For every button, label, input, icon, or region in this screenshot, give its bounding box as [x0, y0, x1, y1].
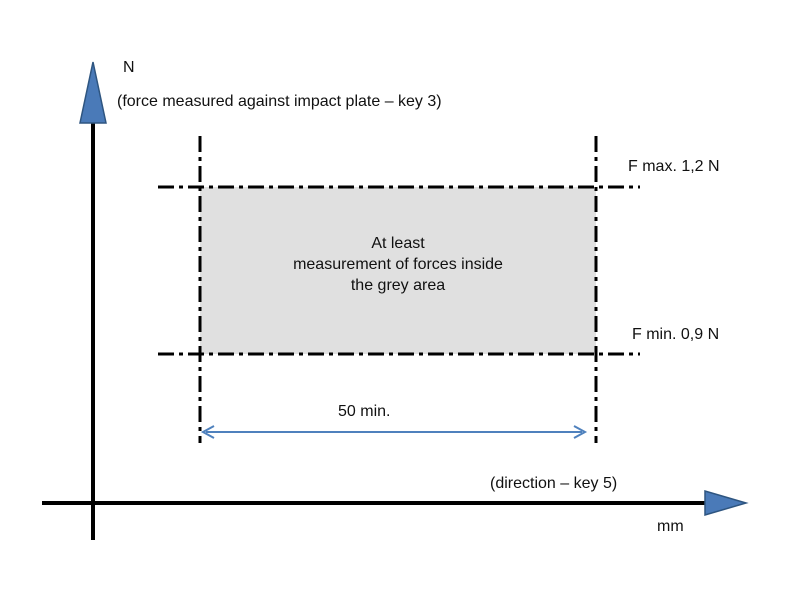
- dimension-label: 50 min.: [338, 403, 391, 420]
- y-axis-arrow-icon: [79, 61, 107, 124]
- dimension-arrow-right-icon: [573, 425, 588, 439]
- y-axis-unit-label: N: [123, 59, 135, 76]
- x-axis-arrow-icon: [704, 489, 749, 517]
- x-axis-description-label: (direction – key 5): [490, 475, 618, 492]
- dimension-arrow-left-icon: [200, 425, 215, 439]
- area-description: At least measurement of forces inside th…: [200, 233, 596, 296]
- y-axis-description-label: (force measured against impact plate – k…: [117, 93, 442, 110]
- grey-measurement-area: [200, 187, 596, 354]
- area-text-line-3: the grey area: [350, 277, 446, 294]
- x-axis-unit-label: mm: [657, 518, 684, 535]
- area-text-line-2: measurement of forces inside: [293, 256, 503, 273]
- area-text-line-1: At least: [371, 235, 425, 252]
- f-max-label: F max. 1,2 N: [628, 158, 720, 175]
- f-min-label: F min. 0,9 N: [632, 326, 720, 343]
